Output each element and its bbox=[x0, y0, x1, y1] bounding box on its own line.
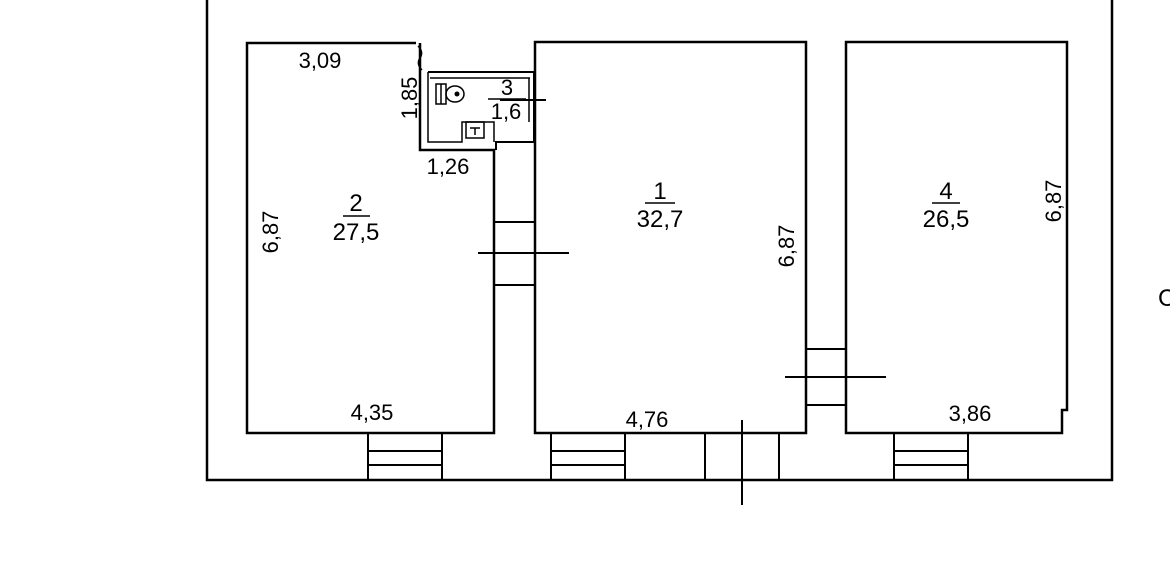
dim-room4-bottom: 3,86 bbox=[949, 401, 992, 426]
edge-letter: С bbox=[1158, 285, 1170, 312]
room-3-label: 3 1,6 bbox=[488, 75, 526, 124]
room-2-area: 27,5 bbox=[333, 219, 380, 246]
room-2-outline bbox=[245, 41, 496, 435]
room-4-number: 4 bbox=[939, 178, 952, 205]
sink-icon bbox=[465, 121, 485, 139]
room-3-number: 3 bbox=[501, 75, 513, 100]
room-1-area: 32,7 bbox=[637, 206, 684, 233]
room-1-number: 1 bbox=[653, 178, 666, 205]
room-4-area: 26,5 bbox=[923, 206, 970, 233]
door-room2-room1 bbox=[478, 221, 569, 286]
window-room-4 bbox=[893, 433, 969, 480]
room-4-outline bbox=[844, 40, 1069, 435]
corner-mark bbox=[417, 45, 423, 71]
door-room1-room4 bbox=[785, 348, 886, 406]
dim-room2-left: 6,87 bbox=[258, 211, 283, 254]
room-1-label: 1 32,7 bbox=[637, 178, 684, 233]
room-3-partition bbox=[427, 72, 495, 143]
toilet-icon bbox=[435, 83, 465, 105]
dim-room2-bottom: 4,35 bbox=[351, 400, 394, 425]
dim-room4-right: 6,87 bbox=[1041, 180, 1066, 223]
room-3-area: 1,6 bbox=[491, 99, 522, 124]
room-1-outline bbox=[533, 40, 808, 435]
entrance-door bbox=[704, 420, 780, 505]
dim-room2-top: 3,09 bbox=[299, 48, 342, 73]
dim-room3-bottom: 1,26 bbox=[427, 154, 470, 179]
window-room-1 bbox=[550, 433, 626, 480]
room-2-number: 2 bbox=[349, 190, 362, 217]
dim-room3-left: 1,85 bbox=[397, 77, 422, 120]
room-2-label: 2 27,5 bbox=[333, 190, 380, 246]
window-room-2 bbox=[367, 433, 443, 480]
outer-wall bbox=[205, 0, 1114, 482]
dim-room1-bottom: 4,76 bbox=[626, 407, 669, 432]
room-4-label: 4 26,5 bbox=[923, 178, 970, 233]
dim-room1-right: 6,87 bbox=[774, 225, 799, 268]
